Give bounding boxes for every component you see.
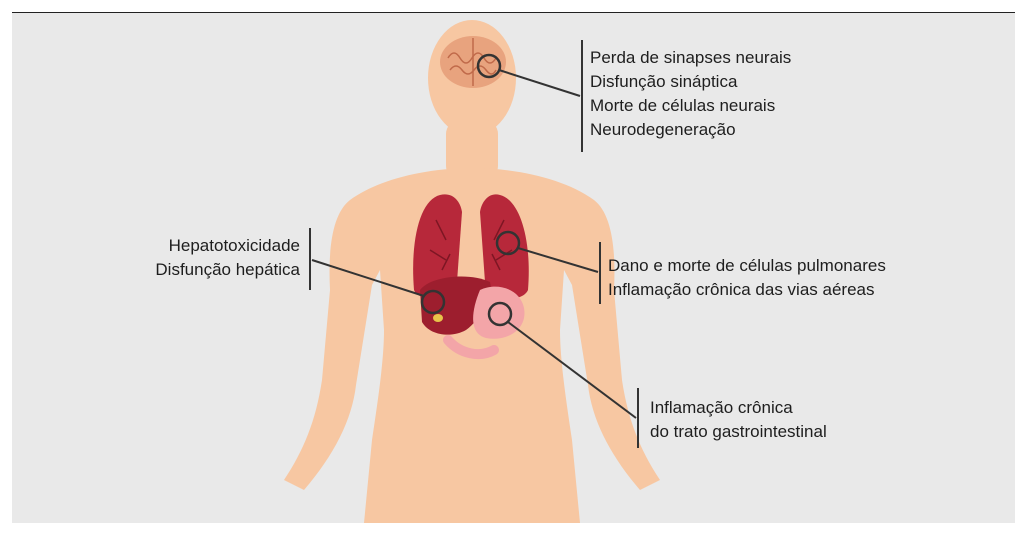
brain-organ: [440, 36, 506, 88]
brain-effect-4: Neurodegeneração: [590, 118, 791, 142]
brain-effect-1: Perda de sinapses neurais: [590, 46, 791, 70]
brain-effects-list: Perda de sinapses neurais Disfunção siná…: [590, 46, 791, 142]
lung-effect-1: Dano e morte de células pulmonares: [608, 254, 886, 278]
lung-effect-2: Inflamação crônica das vias aéreas: [608, 278, 886, 302]
brain-effect-3: Morte de células neurais: [590, 94, 791, 118]
brain-effect-2: Disfunção sináptica: [590, 70, 791, 94]
gut-effects-list: Inflamação crônica do trato gastrointest…: [650, 396, 827, 444]
liver-effect-1: Hepatotoxicidade: [130, 234, 300, 258]
liver-effect-2: Disfunção hepática: [130, 258, 300, 282]
gut-effect-1: Inflamação crônica: [650, 396, 827, 420]
liver-effects-list: Hepatotoxicidade Disfunção hepática: [130, 234, 300, 282]
lung-effects-list: Dano e morte de células pulmonares Infla…: [608, 254, 886, 302]
gut-effect-2: do trato gastrointestinal: [650, 420, 827, 444]
